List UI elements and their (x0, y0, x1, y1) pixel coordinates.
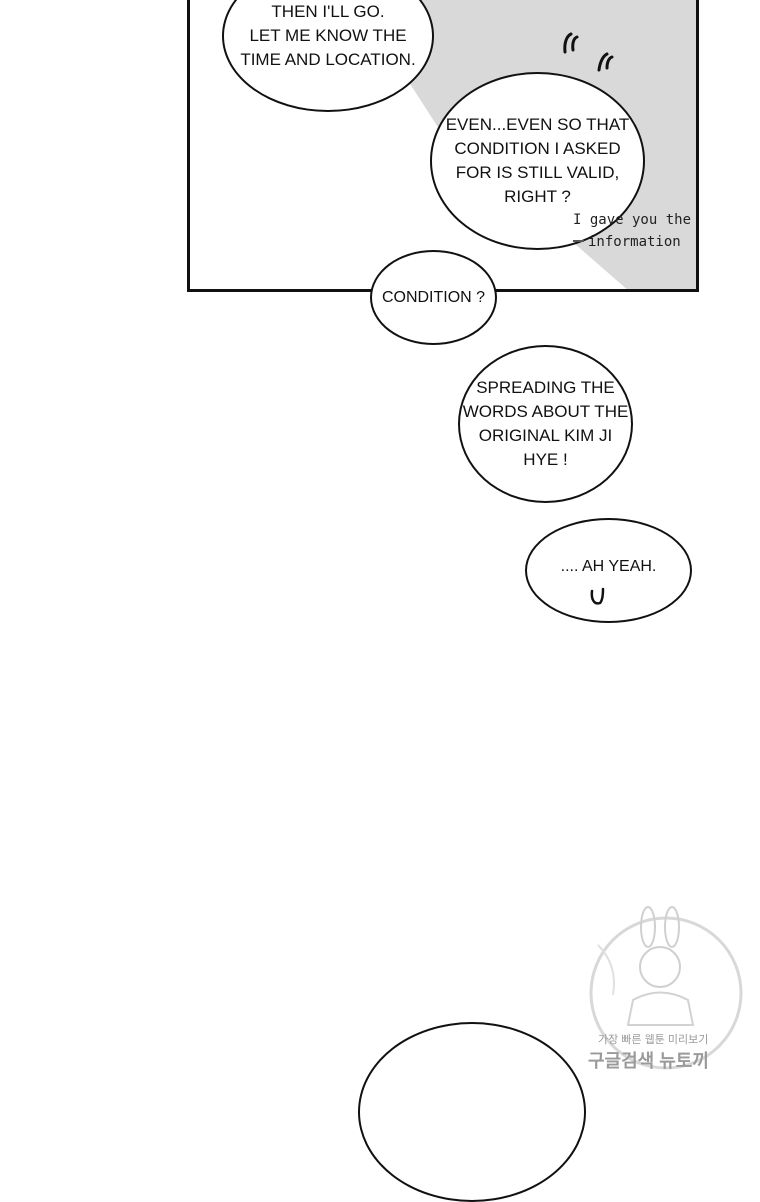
speech-bubble-ah-yeah: .... AH YEAH. (525, 518, 692, 623)
speech-text: .... AH YEAH. (560, 557, 657, 575)
speech-text: THEN I'LL GO. LET ME KNOW THE TIME AND L… (240, 2, 416, 69)
speech-bubble-condition: CONDITION ? (370, 250, 497, 345)
speech-text: SPREADING THE WORDS ABOUT THE ORIGINAL K… (462, 378, 629, 469)
watermark-line-2: 구글검색 뉴토끼 (588, 1051, 709, 1071)
translator-note-line-2: information (588, 234, 681, 250)
watermark-line-1: 가장 빠른 웹툰 미리보기 (598, 1034, 709, 1046)
speech-bubble-partial (358, 1022, 586, 1202)
sweat-mark-icon (590, 587, 605, 605)
speech-bubble-spreading: SPREADING THE WORDS ABOUT THE ORIGINAL K… (458, 345, 633, 503)
speech-text: CONDITION ? (381, 288, 486, 306)
surprise-strokes-icon (563, 32, 614, 72)
speech-bubble-even-so: EVEN...EVEN SO THAT CONDITION I ASKED FO… (430, 72, 645, 250)
speech-text: EVEN...EVEN SO THAT CONDITION I ASKED FO… (445, 115, 630, 206)
bunny-mascot-icon (589, 906, 743, 1070)
note-dash (573, 240, 584, 242)
translator-note-line-1: I gave you the (573, 212, 692, 228)
watermark-logo: 가장 빠른 웹툰 미리보기 구글검색 뉴토끼 (578, 905, 758, 1080)
